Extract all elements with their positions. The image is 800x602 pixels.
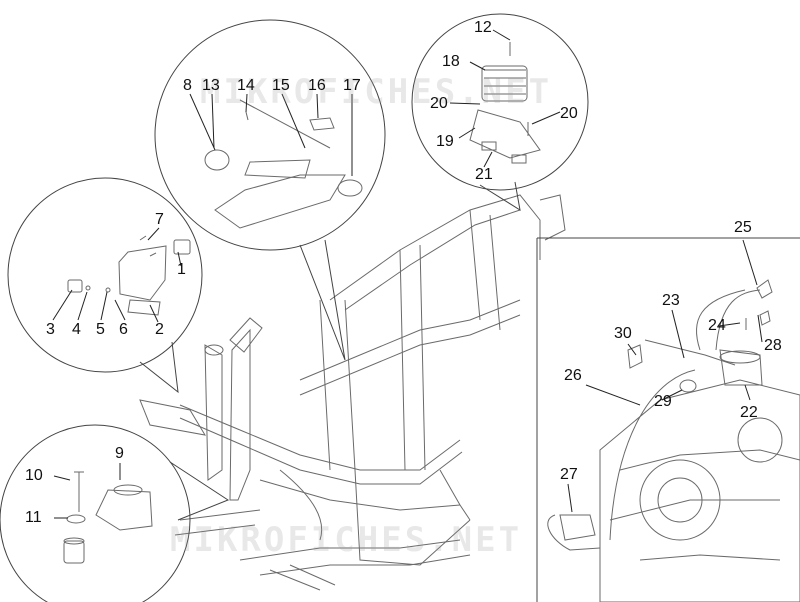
callout-part-1: 1 (177, 261, 186, 278)
callout-part-13: 13 (202, 77, 220, 94)
callout-part-25: 25 (734, 219, 752, 236)
detail-bubble-bottom-left (0, 424, 230, 602)
callout-part-18: 18 (442, 53, 460, 70)
callout-part-28: 28 (764, 337, 782, 354)
callout-part-30: 30 (614, 325, 632, 342)
callout-part-11: 11 (25, 509, 42, 526)
callout-part-29: 29 (654, 393, 672, 410)
callout-part-23: 23 (662, 292, 680, 309)
callout-part-14: 14 (237, 77, 255, 94)
callout-part-27: 27 (560, 466, 578, 483)
callout-part-12: 12 (474, 19, 492, 36)
callout-part-9: 9 (115, 445, 124, 462)
callout-part-20-left: 20 (430, 95, 448, 112)
detail-bubble-center (154, 19, 386, 361)
callout-part-24: 24 (708, 317, 726, 334)
watermark-bottom: MIKROFICHES.NET (170, 520, 523, 560)
callout-part-3: 3 (46, 321, 55, 338)
callout-part-15: 15 (272, 77, 290, 94)
callout-part-4: 4 (72, 321, 81, 338)
callout-part-10: 10 (25, 467, 43, 484)
callout-part-17: 17 (343, 77, 361, 94)
callout-part-22: 22 (740, 404, 758, 421)
callout-part-7: 7 (155, 211, 164, 228)
callout-part-16: 16 (308, 77, 326, 94)
callout-part-21: 21 (475, 166, 493, 183)
ignition-panel (536, 237, 800, 602)
watermark-top: MIKROFICHES.NET (200, 72, 553, 112)
callout-part-26: 26 (564, 367, 582, 384)
callout-part-8: 8 (183, 77, 192, 94)
callout-part-20-right: 20 (560, 105, 578, 122)
callout-part-19: 19 (436, 133, 454, 150)
detail-bubble-top-right (411, 13, 589, 212)
scooter-frame (139, 194, 566, 591)
callout-part-2: 2 (155, 321, 164, 338)
callout-part-5: 5 (96, 321, 105, 338)
detail-bubble-left (7, 177, 203, 394)
callout-part-6: 6 (119, 321, 128, 338)
